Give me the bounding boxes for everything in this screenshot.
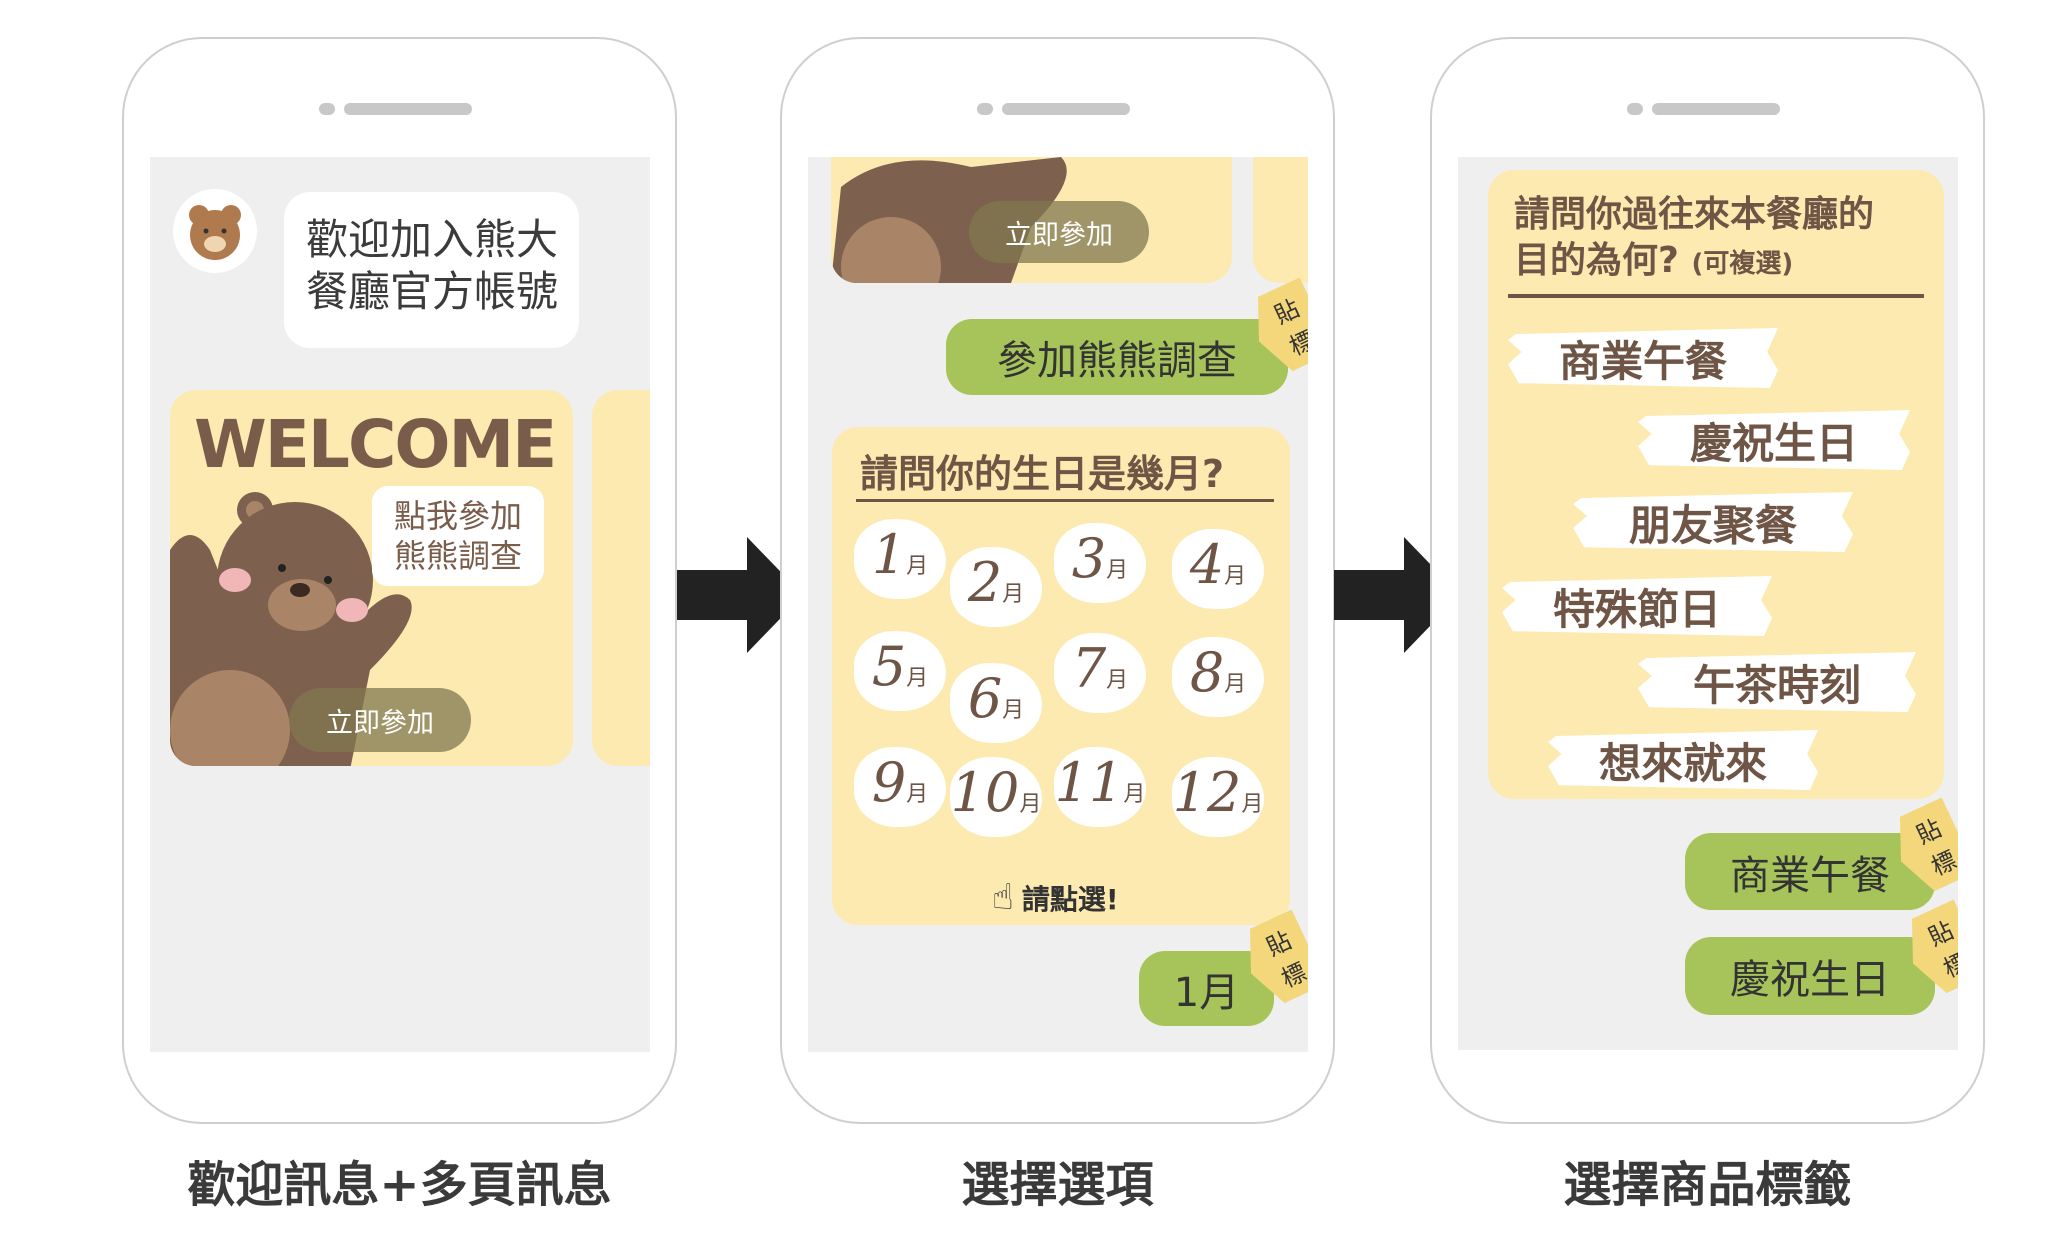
chat-screen: 請問你過往來本餐廳的 目的為何? (可複選) 商業午餐慶祝生日朋友聚餐特殊節日午…: [1458, 157, 1958, 1050]
arrow-right-icon: [677, 537, 803, 653]
speaker-dot: [977, 103, 993, 115]
month-unit: 月: [906, 782, 929, 807]
speaker-dot: [1627, 103, 1643, 115]
month-unit: 月: [1019, 792, 1042, 817]
month-number: 7: [1071, 637, 1107, 700]
purpose-option[interactable]: 想來就來: [1548, 730, 1818, 790]
month-number: 5: [871, 635, 907, 698]
join-now-button[interactable]: 立即參加: [289, 688, 471, 752]
reply-bubble: 慶祝生日: [1685, 937, 1935, 1015]
next-card-peek[interactable]: [1253, 157, 1308, 283]
speech-text: 點我參加: [393, 497, 522, 535]
purpose-option[interactable]: 特殊節日: [1502, 576, 1772, 636]
hint: ☝ 請點選!: [992, 877, 1119, 918]
month-number: 9: [871, 751, 907, 814]
phone-welcome: 歡迎加入熊大 餐廳官方帳號 WELCOME 點我參加 熊熊調查 立即參加: [122, 37, 677, 1124]
chat-screen: 歡迎加入熊大 餐廳官方帳號 WELCOME 點我參加 熊熊調查 立即參加: [150, 157, 650, 1052]
month-number: 2: [967, 551, 1003, 614]
month-number: 8: [1189, 641, 1225, 704]
month-unit: 月: [1241, 792, 1264, 817]
month-unit: 月: [1123, 782, 1146, 807]
arrow-right-icon: [1334, 537, 1460, 653]
purpose-option[interactable]: 商業午餐: [1508, 328, 1778, 388]
next-card-peek[interactable]: [592, 390, 650, 766]
speech-bubble: 點我參加 熊熊調查: [372, 486, 544, 586]
greeting-text: 歡迎加入熊大: [306, 215, 559, 264]
question-title: 請問你過往來本餐廳的 目的為何? (可複選): [1514, 192, 1874, 287]
month-unit: 月: [1002, 698, 1025, 723]
month-unit: 月: [906, 554, 929, 579]
phone-select-tag: 請問你過往來本餐廳的 目的為何? (可複選) 商業午餐慶祝生日朋友聚餐特殊節日午…: [1430, 37, 1985, 1124]
month-unit: 月: [1224, 672, 1247, 697]
caption-welcome: 歡迎訊息+多頁訊息: [187, 1157, 612, 1213]
question-line: 目的為何?: [1514, 240, 1679, 281]
month-number: 12: [1172, 761, 1242, 824]
welcome-card-scrolled[interactable]: 立即參加: [831, 157, 1232, 283]
purpose-option[interactable]: 朋友聚餐: [1573, 492, 1853, 552]
month-unit: 月: [1106, 558, 1129, 583]
month-number: 4: [1189, 533, 1225, 596]
purpose-option[interactable]: 慶祝生日: [1638, 410, 1910, 470]
month-number: 3: [1071, 527, 1107, 590]
month-number: 10: [950, 761, 1020, 824]
bear-face-icon: [189, 205, 241, 260]
join-now-button[interactable]: 立即參加: [969, 201, 1149, 263]
question-title: 請問你的生日是幾月?: [860, 452, 1225, 496]
speaker-bar: [1002, 103, 1130, 115]
hint-text: 請點選!: [1021, 882, 1119, 916]
purpose-option[interactable]: 午茶時刻: [1638, 652, 1916, 712]
caption-select-option: 選擇選項: [961, 1157, 1154, 1213]
reply-bubble: 商業午餐: [1685, 833, 1935, 910]
speaker-dot: [319, 103, 335, 115]
divider: [1508, 294, 1924, 298]
speaker-bar: [1652, 103, 1780, 115]
question-note: (可複選): [1691, 249, 1794, 279]
month-unit: 月: [1106, 668, 1129, 693]
month-unit: 月: [1002, 582, 1025, 607]
greeting-text: 餐廳官方帳號: [306, 267, 559, 316]
pointing-hand-icon: ☝: [992, 877, 1014, 918]
greeting-bubble: 歡迎加入熊大 餐廳官方帳號: [284, 192, 579, 348]
divider: [856, 499, 1274, 502]
welcome-card[interactable]: WELCOME 點我參加 熊熊調查 立即參加: [170, 390, 573, 766]
question-line: 請問你過往來本餐廳的: [1514, 194, 1875, 235]
bear-illustration: [170, 492, 412, 766]
bear-avatar: [173, 189, 257, 273]
speaker-bar: [344, 103, 472, 115]
welcome-title: WELCOME: [194, 406, 557, 483]
caption-select-tag: 選擇商品標籤: [1563, 1157, 1852, 1213]
speech-text: 熊熊調查: [393, 537, 522, 575]
month-number: 1: [871, 523, 907, 586]
purpose-question-card: 請問你過往來本餐廳的 目的為何? (可複選) 商業午餐慶祝生日朋友聚餐特殊節日午…: [1488, 170, 1944, 799]
month-number: 11: [1054, 751, 1124, 814]
user-message-bubble: 參加熊熊調查: [946, 319, 1288, 395]
month-unit: 月: [906, 666, 929, 691]
month-number: 6: [967, 667, 1003, 730]
month-unit: 月: [1224, 564, 1247, 589]
